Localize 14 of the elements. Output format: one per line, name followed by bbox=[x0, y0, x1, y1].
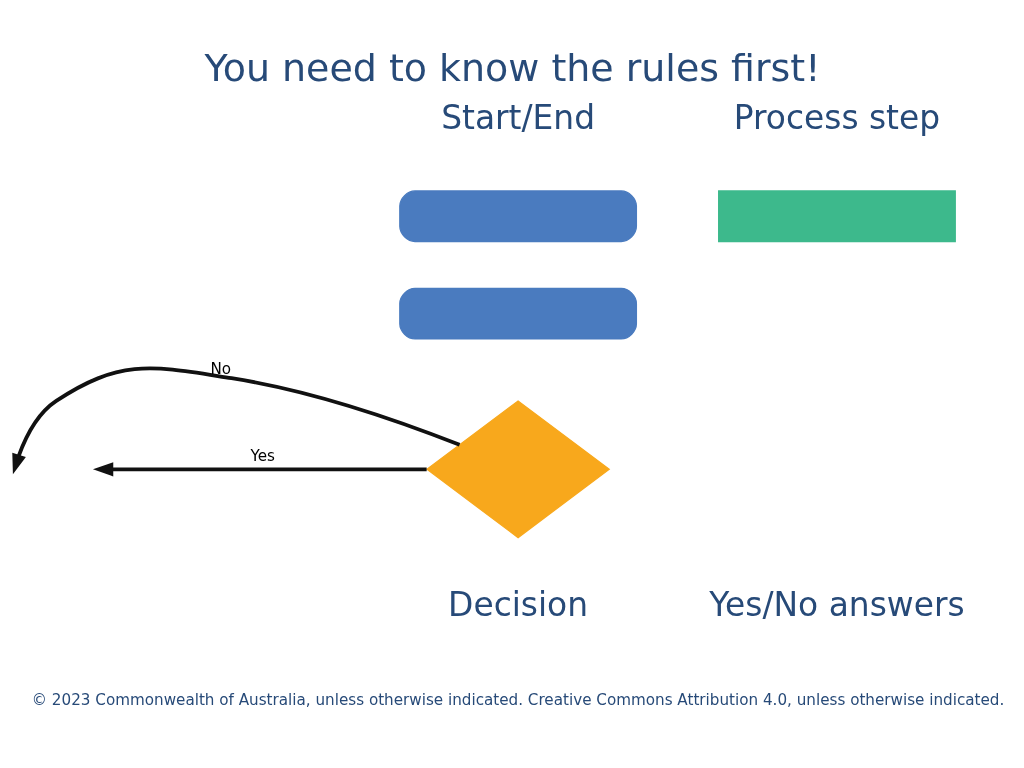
node-diamond bbox=[425, 399, 610, 538]
diagram-title: You need to know the rules first! bbox=[204, 45, 820, 90]
label: Decision bbox=[447, 584, 588, 624]
arrow bbox=[92, 461, 427, 476]
label: Process step bbox=[733, 97, 940, 137]
edge-label: Yes bbox=[249, 446, 275, 465]
node-box bbox=[717, 189, 956, 242]
arrow bbox=[11, 366, 460, 474]
edge-label: No bbox=[209, 359, 231, 378]
node-box bbox=[398, 287, 637, 340]
label: Yes/No answers bbox=[708, 584, 965, 624]
node-box bbox=[398, 189, 637, 242]
label: Start/End bbox=[440, 97, 595, 137]
label: © 2023 Commonwealth of Australia, unless otherwise indicated. Creative Commons Attribution 4.0, unless otherwise indicated. bbox=[31, 690, 1004, 709]
